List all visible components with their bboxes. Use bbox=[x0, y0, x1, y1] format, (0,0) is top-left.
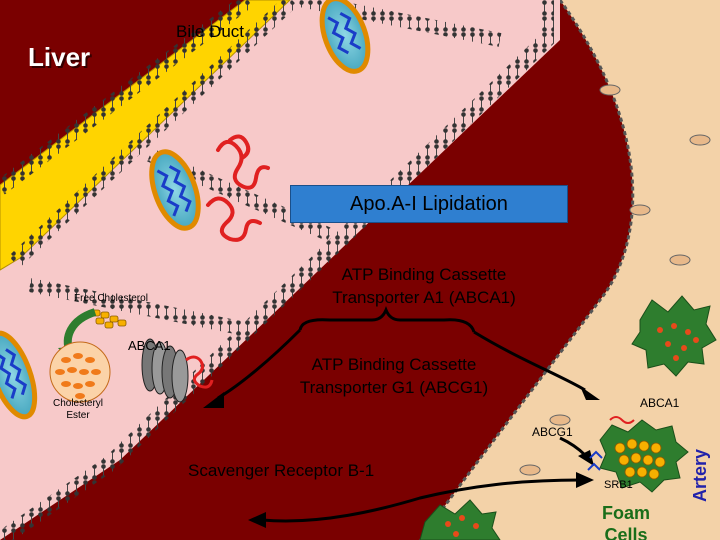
liver-label: Liver bbox=[28, 42, 91, 72]
abca1-transporter-label: ABCA1 bbox=[128, 338, 171, 353]
nucleus-top bbox=[319, 0, 371, 74]
receptor-marks bbox=[587, 450, 603, 471]
apoa1-lipidation-box: Apo.A-I Lipidation bbox=[290, 185, 568, 223]
foam-cell-top bbox=[631, 295, 717, 377]
efflux-squiggle-small bbox=[609, 416, 635, 424]
bile-duct-membrane bbox=[0, 0, 253, 195]
endothelial-cell bbox=[519, 464, 541, 476]
arrow-to-artery-abca1-head bbox=[580, 386, 600, 400]
bile-duct-label: Bile Duct bbox=[176, 22, 245, 41]
endothelial-cell bbox=[599, 84, 621, 96]
endothelial-cell bbox=[629, 204, 651, 216]
srb1-arrow-left-head bbox=[248, 512, 266, 528]
arrow-to-cell-abcg1 bbox=[217, 328, 302, 400]
arrow-to-artery-abca1 bbox=[473, 330, 586, 392]
abcg1-title: ATP Binding Cassette Transporter G1 (ABC… bbox=[260, 353, 528, 399]
cholesteryl-ester-line1: Cholesteryl bbox=[52, 398, 104, 409]
cell-junction-membrane bbox=[28, 278, 252, 337]
abcg1-foam-cell-label: ABCG1 bbox=[532, 425, 573, 439]
apoa1-strand bbox=[216, 139, 270, 190]
artery-label: Artery bbox=[690, 448, 710, 502]
artery-lining bbox=[418, 0, 635, 540]
cholesteryl-ester-droplet bbox=[49, 341, 111, 403]
foam-cell-bottom bbox=[419, 499, 501, 540]
endothelial-cell bbox=[549, 414, 571, 426]
arrow-abcg1-to-foam-cell-head bbox=[578, 450, 594, 466]
cholesteryl-ester-line2: Ester bbox=[66, 410, 90, 421]
artery-region bbox=[420, 0, 720, 540]
arrow-abcg1-to-foam-cell bbox=[559, 436, 587, 457]
free-cholesterol-cluster bbox=[91, 309, 127, 329]
abca1-title-line2: Transporter A1 (ABCA1) bbox=[332, 288, 516, 307]
abcg1-title-line1: ATP Binding Cassette bbox=[311, 355, 477, 374]
nucleus-middle bbox=[149, 149, 201, 231]
foam-cell-large bbox=[599, 419, 689, 493]
nucleus-left bbox=[0, 330, 38, 420]
transporter-efflux-squiggle bbox=[185, 355, 214, 389]
srb1-arrow-right-head bbox=[576, 472, 594, 488]
free-cholesterol-label: Free Cholesterol bbox=[74, 293, 148, 304]
srb1-label: SRB1 bbox=[604, 479, 633, 491]
apoa1-strand bbox=[228, 134, 251, 160]
abcg1-title-line2: Transporter G1 (ABCG1) bbox=[299, 378, 489, 397]
endothelial-cell bbox=[669, 254, 691, 266]
bile-duct-membrane bbox=[8, 0, 298, 268]
foam-cells-line2: Cells bbox=[604, 525, 648, 540]
apoa1-strand bbox=[206, 196, 262, 242]
srb1-arrow bbox=[261, 478, 581, 523]
cell-membrane bbox=[0, 0, 554, 540]
foam-cells-line1: Foam bbox=[601, 503, 650, 523]
abca1-brace bbox=[298, 305, 476, 333]
abca1-title-line1: ATP Binding Cassette bbox=[341, 265, 507, 284]
scavenger-receptor-title: Scavenger Receptor B-1 bbox=[188, 461, 375, 480]
cholesteryl-ester-label: Cholesteryl Ester bbox=[48, 398, 108, 422]
abca1-foam-cell-label: ABCA1 bbox=[640, 396, 680, 410]
apoa1-lipidation-label: Apo.A-I Lipidation bbox=[350, 193, 508, 215]
foam-cells-label: Foam Cells bbox=[598, 502, 654, 540]
endothelial-cell bbox=[689, 134, 711, 146]
membrane-transporter bbox=[141, 338, 189, 403]
abca1-title: ATP Binding Cassette Transporter A1 (ABC… bbox=[298, 263, 550, 309]
arrow-to-cell-abcg1-head bbox=[203, 392, 224, 408]
